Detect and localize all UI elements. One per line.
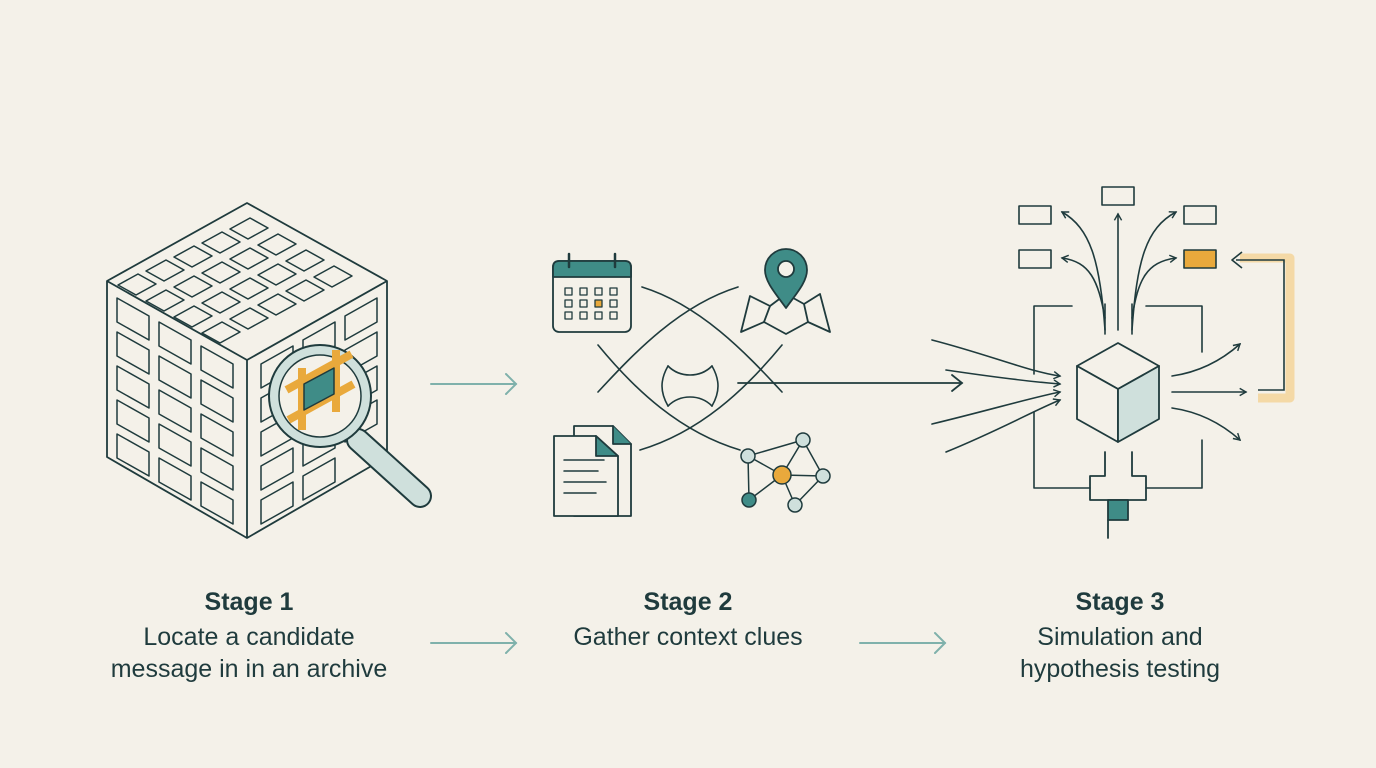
calendar-icon: [552, 252, 632, 333]
archive-cube-magnifier-icon: [106, 202, 432, 539]
stage-2-text: Stage 2 Gather context clues: [508, 587, 868, 653]
context-clues-icon: [552, 248, 831, 517]
feedback-loop: [1231, 251, 1295, 403]
label-arrow-2: [859, 632, 947, 654]
arrow-stage2-to-stage3: [737, 374, 964, 392]
arrow-stage1-to-stage2: [430, 373, 518, 395]
branch-arrows-up: [1060, 211, 1178, 331]
stage-3-text: Stage 3 Simulation and hypothesis testin…: [940, 587, 1300, 685]
network-graph-icon: [740, 432, 831, 513]
documents-icon: [553, 425, 632, 517]
stage-3-title: Stage 3: [1075, 588, 1165, 616]
stage-2-description: Gather context clues: [573, 623, 803, 651]
cube-top-cells: [117, 217, 353, 344]
simulation-cube-icon: [1076, 342, 1160, 443]
magnifier-icon: [268, 344, 432, 508]
label-arrow-1: [430, 632, 518, 654]
stage-1-text: Stage 1 Locate a candidate message in in…: [69, 587, 429, 685]
incoming-rays: [931, 339, 1062, 453]
clue-connection-arcs: [597, 286, 783, 451]
cube-left-cells: [116, 297, 234, 525]
simulation-branching-icon: [931, 186, 1295, 539]
stage-3-description: Simulation and hypothesis testing: [1019, 623, 1221, 683]
outgoing-arrows: [1171, 343, 1248, 441]
map-pin-icon: [740, 248, 831, 335]
stage-1-description: Locate a candidate message in in an arch…: [110, 623, 388, 683]
stage-1-title: Stage 1: [204, 588, 294, 616]
outcome-boxes: [1018, 186, 1217, 269]
stage-2-title: Stage 2: [643, 588, 733, 616]
output-plug-icon: [1089, 451, 1147, 539]
